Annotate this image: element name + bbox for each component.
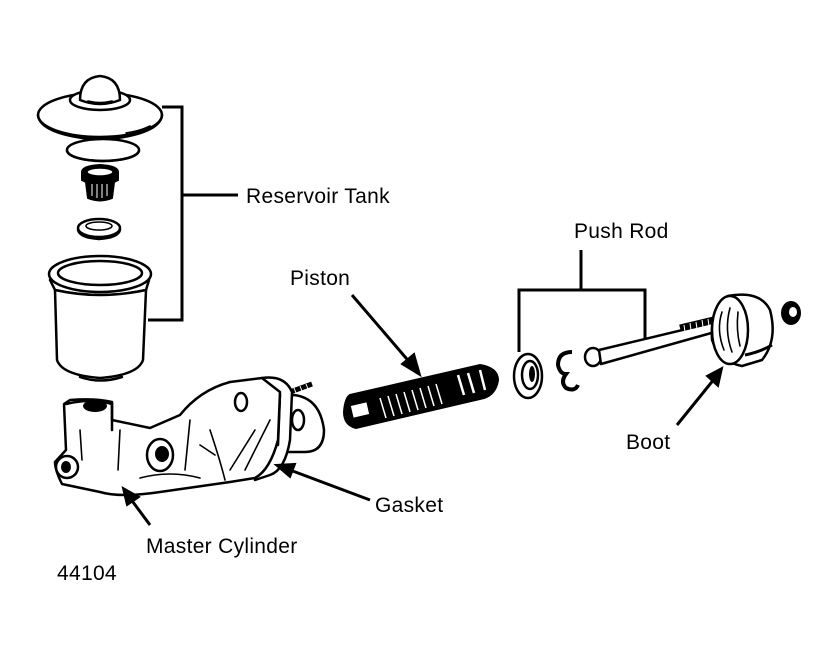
snap-ring — [555, 350, 580, 392]
nut — [781, 301, 801, 325]
piston — [342, 363, 500, 430]
reservoir-strainer — [81, 163, 119, 202]
push-rod-bracket — [517, 250, 647, 352]
washer — [512, 352, 544, 400]
figure-number: 44104 — [57, 562, 117, 585]
cap-seal — [65, 137, 141, 163]
reservoir-body — [47, 254, 153, 382]
master-cylinder-leader-arrow — [121, 486, 152, 526]
gasket-label: Gasket — [375, 494, 444, 517]
boot — [710, 293, 774, 368]
master-cylinder-body — [53, 376, 326, 497]
boot-label: Boot — [626, 431, 671, 454]
grommet — [76, 217, 122, 241]
reservoir-tank-label: Reservoir Tank — [246, 185, 390, 208]
push-rod-label: Push Rod — [574, 220, 669, 243]
piston-label: Piston — [290, 267, 351, 290]
reservoir-cap — [36, 74, 164, 142]
boot-leader-arrow — [675, 366, 724, 426]
gasket-leader-arrow — [273, 462, 371, 502]
piston-leader-arrow — [350, 294, 422, 378]
reservoir-bracket — [148, 105, 238, 322]
master-cylinder-label: Master Cylinder — [146, 535, 298, 558]
push-rod — [583, 314, 724, 368]
